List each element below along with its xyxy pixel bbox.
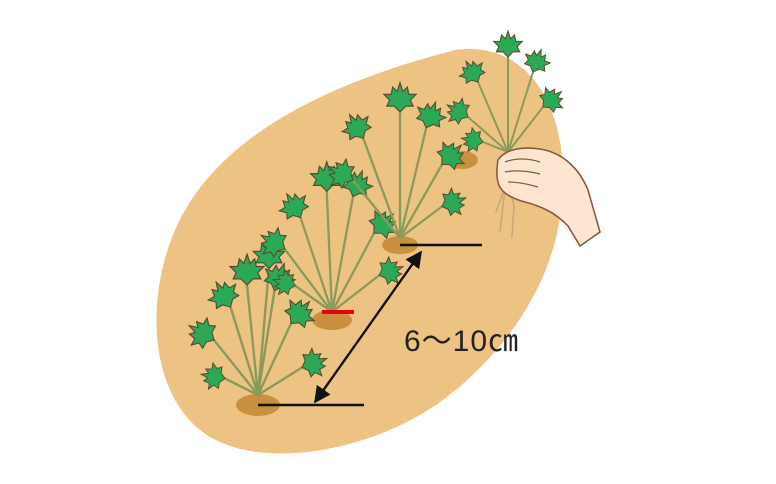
spacing-dimension (258, 243, 482, 407)
spacing-label: 6～10㎝ (404, 325, 520, 358)
seedling-icon (320, 81, 473, 240)
seedling-icon (180, 239, 333, 397)
soil-bed (156, 49, 564, 454)
double-arrow-icon (314, 250, 422, 404)
hand-icon (496, 147, 601, 248)
